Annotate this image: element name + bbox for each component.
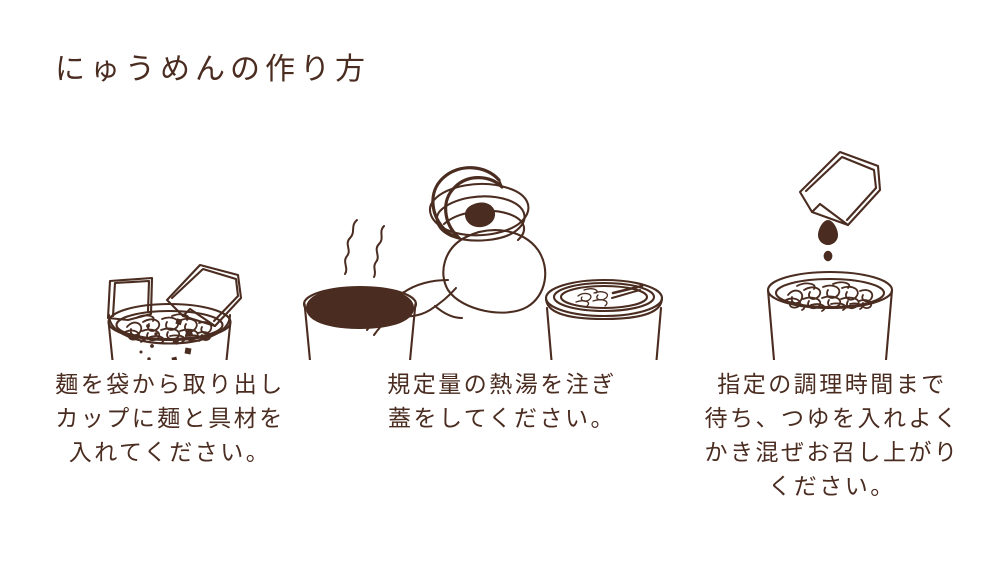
steps-illustration: [106, 150, 894, 360]
noodle-cup-step3: [766, 270, 894, 360]
caption-line: 指定の調理時間まで: [717, 372, 947, 397]
steam-lines: [344, 219, 385, 278]
caption-line: カップに麺と具材を: [55, 406, 285, 432]
soup-packet: [798, 150, 882, 227]
caption-line: 規定量の熱湯を注ぎ: [387, 372, 617, 397]
caption-line: 麺を袋から取り出し: [55, 372, 285, 397]
caption-line: ください。: [768, 474, 896, 500]
soup-drip: [818, 220, 838, 262]
caption-line: 待ち、つゆを入れよく: [704, 406, 960, 432]
lidded-cup: [544, 278, 664, 360]
noodles-step1: [124, 313, 213, 344]
cup-with-hot-water: [302, 285, 418, 360]
caption-line: 蓋をしてください。: [387, 406, 617, 432]
step2-caption: 規定量の熱湯を注ぎ 蓋をしてください。: [352, 368, 652, 436]
step3-illustration: [766, 150, 894, 360]
kettle: [393, 166, 547, 320]
page-title: にゅうめんの作り方: [55, 53, 370, 86]
step1-illustration: [106, 263, 243, 360]
seasoning-packet-small: [106, 276, 154, 322]
noodles-step3: [785, 281, 874, 312]
illustration-band: [0, 130, 1000, 360]
step2-illustration: [302, 166, 664, 360]
step3-caption: 指定の調理時間まで 待ち、つゆを入れよく かき混ぜお召し上がり ください。: [672, 368, 992, 504]
caption-line: 入れてください。: [68, 440, 272, 466]
seasoning-packet-large: [165, 263, 243, 328]
step1-caption: 麺を袋から取り出し カップに麺と具材を 入れてください。: [20, 368, 320, 470]
caption-line: かき混ぜお召し上がり: [704, 440, 960, 466]
